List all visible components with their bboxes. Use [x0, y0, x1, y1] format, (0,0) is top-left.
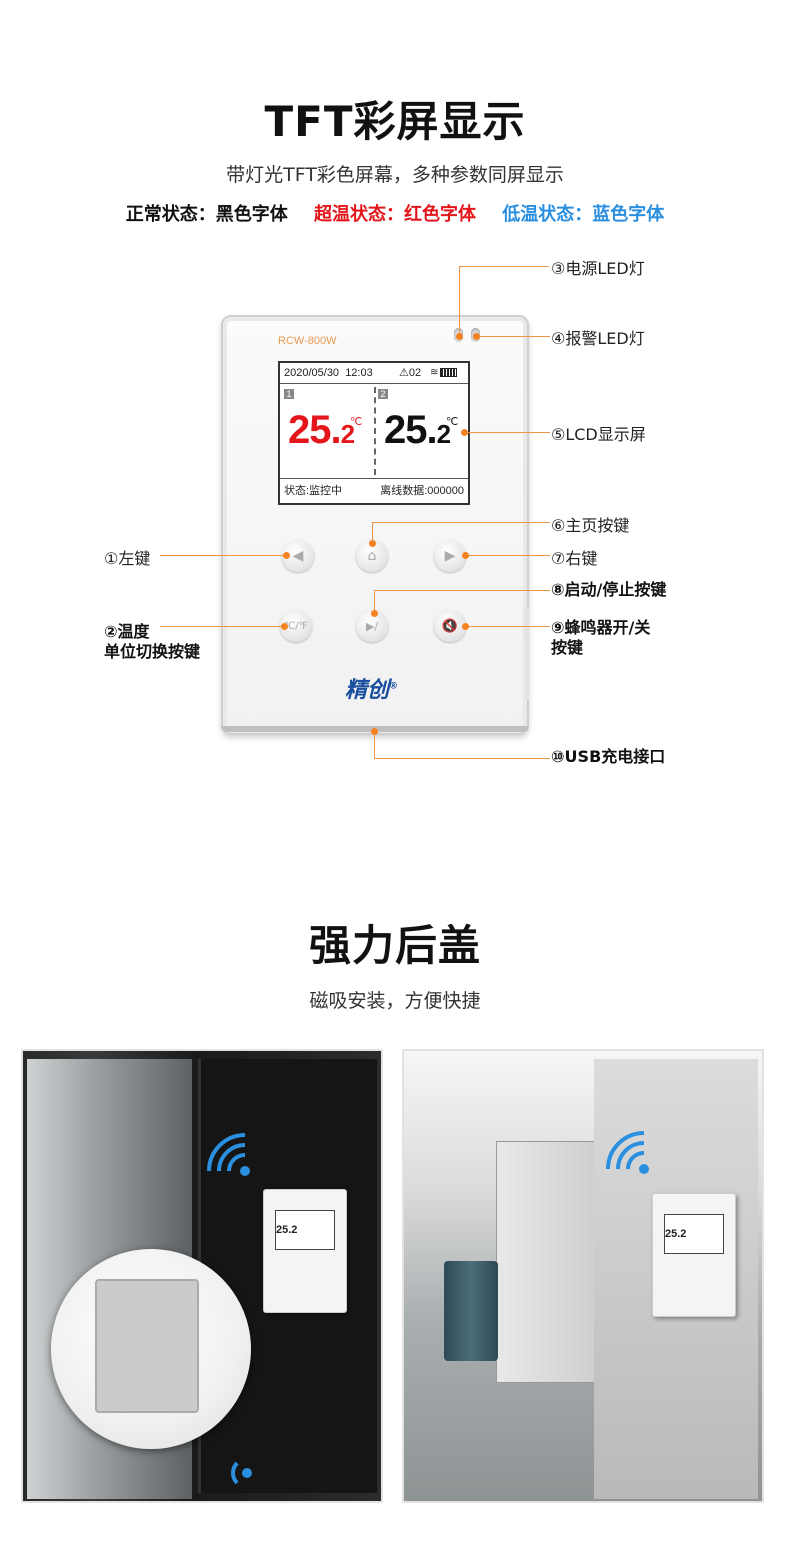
section-title-tft: TFT彩屏显示: [264, 97, 526, 146]
play-pause-icon: ▶/: [365, 619, 379, 633]
callout-dot-left: [283, 552, 290, 559]
callout-dot-right: [462, 552, 469, 559]
device-side-edge: [525, 608, 529, 700]
buzzer-button[interactable]: 🔇: [434, 610, 466, 642]
label-left: ①左键: [104, 549, 151, 568]
callout-line-alarm-led: [476, 336, 550, 337]
callout-line-power-led: [459, 266, 460, 336]
callout-line-start: [374, 590, 550, 591]
screen-status-bar: 2020/05/30 12:03 ⚠02 ≋: [280, 363, 468, 384]
screen-date: 2020/05/30: [284, 367, 340, 379]
state-low: 低温状态：蓝色字体: [502, 204, 665, 225]
callout-line-usb: [374, 758, 550, 759]
celsius-fahrenheit-icon: ℃/℉: [283, 620, 309, 632]
callout-line-start-v: [374, 590, 375, 614]
mounted-device-1: 25.2: [263, 1189, 347, 1313]
state-legend: 正常状态：黑色字体 超温状态：红色字体 低温状态：蓝色字体: [0, 200, 790, 226]
label-start-stop: ⑧启动/停止按键: [551, 580, 667, 599]
callout-line-buzzer: [465, 626, 550, 627]
screen-alarm-count: ⚠02: [399, 367, 422, 379]
wifi-icon: ≋: [430, 367, 439, 378]
callout-dot-buzzer: [462, 623, 469, 630]
callout-dot-usb: [371, 728, 378, 735]
mute-icon: 🔇: [441, 618, 459, 634]
callout-line-left: [160, 555, 284, 556]
callout-line-home-v: [372, 522, 373, 544]
label-unit-line2: 单位切换按键: [104, 642, 201, 661]
back-cover-plate: [95, 1279, 199, 1413]
mini-reading-1: 25.2: [276, 1224, 298, 1236]
reading-1: 25.2: [288, 408, 355, 452]
screen-time: 12:03: [345, 367, 373, 379]
state-normal: 正常状态：黑色字体: [125, 204, 288, 225]
right-arrow-icon: ▶: [444, 548, 456, 564]
screen-footer: 状态:监控中 离线数据:000000: [280, 478, 468, 503]
start-stop-button[interactable]: ▶/: [356, 610, 388, 642]
callout-dot-lcd: [461, 429, 468, 436]
callout-line-lcd: [464, 432, 550, 433]
channel-2-badge: 2: [378, 389, 388, 399]
mini-reading-2: 25.2: [665, 1228, 687, 1240]
home-icon: ⌂: [367, 548, 377, 564]
wifi-signal-icon: [207, 1133, 250, 1176]
photo-factory: 25.2: [402, 1049, 764, 1503]
screen-offline-data: 离线数据:000000: [380, 485, 464, 497]
oil-drum: [444, 1261, 498, 1361]
battery-icon: [440, 367, 458, 377]
section-title-cover: 强力后盖: [308, 921, 481, 970]
label-power-led: ③电源LED灯: [551, 259, 645, 278]
callout-dot-start: [371, 610, 378, 617]
callout-line-unit: [160, 626, 282, 627]
callout-dot-unit: [281, 623, 288, 630]
wireless-icon: [231, 1461, 252, 1485]
callout-dot-home: [369, 540, 376, 547]
brand-logo: 精创®: [345, 678, 399, 703]
label-home: ⑥主页按键: [551, 516, 630, 535]
label-alarm-led: ④报警LED灯: [551, 329, 645, 348]
state-high: 超温状态：红色字体: [314, 204, 476, 225]
label-unit-line1: ②温度: [104, 622, 150, 641]
section-subtitle-tft: 带灯光TFT彩色屏幕，多种参数同屏显示: [226, 164, 564, 186]
right-button[interactable]: ▶: [434, 540, 466, 572]
screen-status: 状态:监控中: [284, 485, 343, 497]
callout-dot-power-led: [456, 333, 463, 340]
reading-2-unit: ℃: [446, 416, 459, 428]
signal-battery-icons: ≋: [430, 363, 458, 383]
wifi-signal-icon-2: [606, 1131, 649, 1174]
left-arrow-icon: ◀: [292, 548, 304, 564]
back-cover-inset: [51, 1249, 251, 1449]
callout-line-power-led-h: [459, 266, 549, 267]
channel-1-badge: 1: [284, 389, 294, 399]
label-lcd: ⑤LCD显示屏: [551, 425, 646, 444]
reading-1-unit: ℃: [350, 416, 363, 428]
machine-door: [496, 1141, 598, 1383]
label-buzzer-line2: 按键: [551, 638, 584, 657]
callout-dot-alarm-led: [473, 333, 480, 340]
reading-2: 25.2: [384, 408, 451, 452]
mounted-device-2: 25.2: [652, 1193, 736, 1317]
callout-line-usb-v: [374, 732, 375, 758]
section-subtitle-cover: 磁吸安装，方便快捷: [309, 990, 481, 1012]
label-usb: ⑩USB充电接口: [551, 747, 666, 766]
label-right: ⑦右键: [551, 549, 598, 568]
lcd-screen: 2020/05/30 12:03 ⚠02 ≋ 1 2 25.2 ℃ 25.2 ℃…: [278, 361, 470, 505]
device-model: RCW-800W: [278, 335, 337, 347]
label-buzzer-line1: ⑨蜂鸣器开/关: [551, 618, 651, 637]
callout-line-right: [465, 555, 550, 556]
screen-divider: [374, 387, 376, 475]
photo-server-cabinet: 25.2: [21, 1049, 383, 1503]
callout-line-home: [372, 522, 550, 523]
